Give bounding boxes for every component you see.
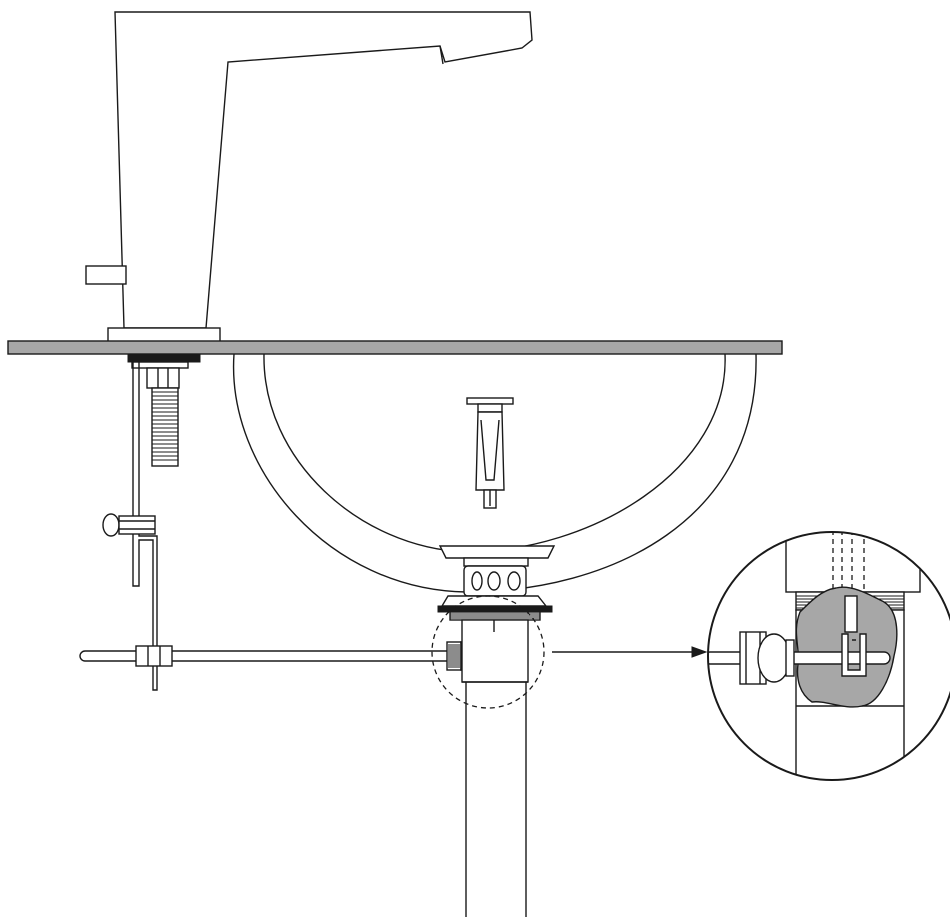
drain-body (437, 565, 553, 683)
lift-rod (132, 354, 158, 691)
drain-flange (438, 545, 556, 567)
pivot-rod (79, 641, 470, 671)
faucet-spout (85, 11, 533, 343)
countertop (7, 340, 783, 355)
lift-rod-clamp (102, 513, 156, 537)
detail-callout-circle (431, 595, 545, 709)
detail-magnifier (707, 531, 950, 781)
pop-up-stopper (466, 397, 514, 509)
tailpiece (465, 682, 527, 917)
faucet-mounting-shank (127, 353, 201, 467)
callout-arrow (552, 646, 708, 658)
